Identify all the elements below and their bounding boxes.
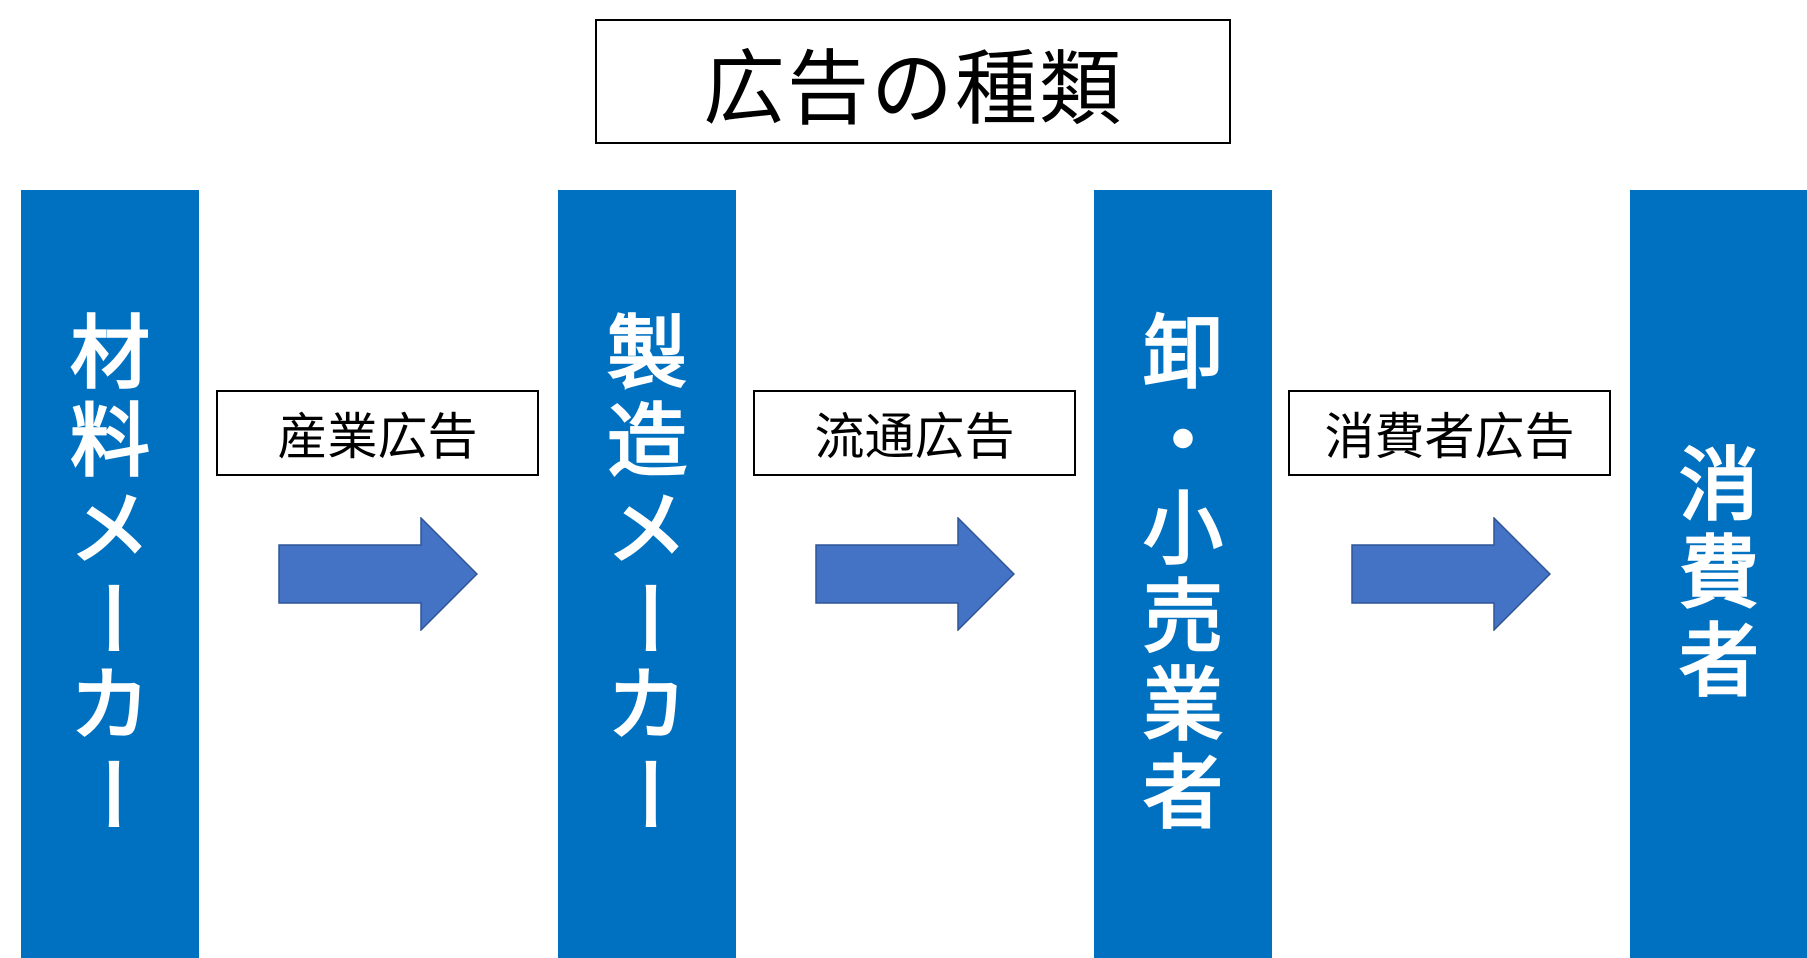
stage-consumer: 消費者 [1630,190,1807,958]
arrow-right-icon [1351,517,1551,631]
diagram-title: 広告の種類 [595,19,1231,144]
stage-wholesale-retail: 卸・小売業者 [1094,190,1272,958]
stage-label: 製造メーカー [601,307,694,835]
arrow-right-icon [278,517,478,631]
label-consumer-advertising: 消費者広告 [1288,390,1611,476]
stage-label: 材料メーカー [64,307,157,835]
stage-material-maker: 材料メーカー [21,190,199,958]
label-distribution-advertising: 流通広告 [753,390,1076,476]
arrow-right-icon [815,517,1015,631]
label-industrial-advertising: 産業広告 [216,390,539,476]
stage-label: 卸・小売業者 [1143,307,1223,840]
stage-manufacturer: 製造メーカー [558,190,736,958]
stage-label: 消費者 [1679,439,1759,708]
